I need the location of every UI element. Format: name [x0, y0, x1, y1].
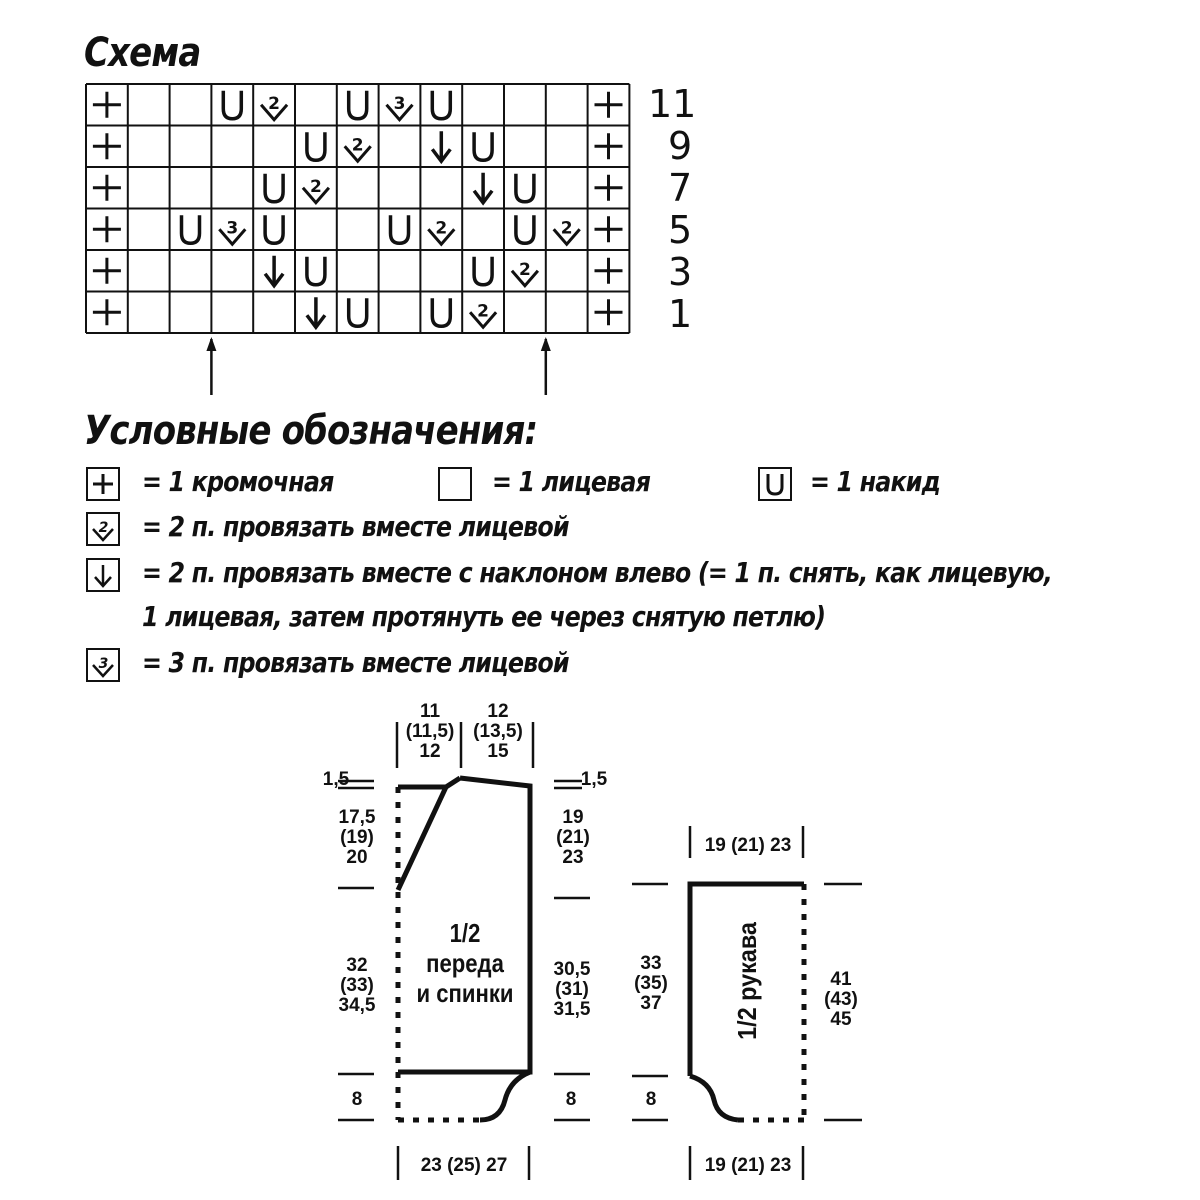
svg-text:2: 2: [477, 301, 489, 321]
svg-text:3: 3: [99, 656, 108, 672]
sleeve-piece-label: 1/2 рукава: [732, 922, 762, 1040]
svg-text:2: 2: [99, 520, 108, 536]
chart-cell-+: [92, 257, 121, 284]
sleeve-left-length-label: 33(35)37: [634, 953, 668, 1014]
body-piece-outline: [395, 775, 533, 1123]
body-right-length-label: 30,5(31)31,5: [553, 959, 591, 1020]
chart-cell-U: [472, 132, 494, 163]
chart-cell-k2: 2: [343, 135, 372, 164]
svg-text:2: 2: [435, 218, 447, 238]
body-bottom-width-label: 23 (25) 27: [420, 1155, 508, 1176]
chart-cell-k2: 2: [468, 301, 498, 330]
k2tog-symbol: 2: [86, 512, 120, 546]
svg-text:2: 2: [352, 135, 364, 155]
sleeve-right-length-label: 41(43)45: [824, 969, 858, 1030]
legend-edge-text: = 1 кромочная: [142, 465, 334, 498]
repeat-arrow: [540, 337, 551, 395]
chart-cell-k2: 2: [301, 177, 331, 206]
sleeve-rib-label: 8: [645, 1089, 657, 1110]
chart-cell-U: [514, 173, 536, 204]
chart-cell-+: [92, 133, 121, 160]
chart-cell-+: [594, 257, 623, 284]
chart-cell-U: [305, 256, 327, 287]
left-step-label: 1,5: [322, 769, 350, 790]
row-number-7: 7: [668, 166, 693, 210]
row-number-9: 9: [668, 124, 693, 168]
chart-cell-U: [179, 215, 202, 246]
chart-cell-ssk: [472, 172, 494, 206]
sleeve-piece-outline: [687, 881, 807, 1123]
knit-stitch-symbol: [438, 467, 472, 501]
chart-cell-U: [346, 90, 369, 121]
right-step-label: 1,5: [580, 769, 608, 790]
chart-cell-+: [594, 133, 623, 160]
chart-cell-k3: 3: [385, 94, 414, 123]
chart-cell-k3: 3: [218, 218, 247, 247]
chart-cell-k2: 2: [259, 94, 289, 123]
row-number-3: 3: [668, 250, 693, 294]
sleeve-top-width-label: 19 (21) 23: [704, 835, 792, 856]
repeat-arrow: [206, 337, 217, 395]
sleeve-bottom-width-label: 19 (21) 23: [704, 1155, 792, 1176]
chart-cell-k2: 2: [427, 218, 456, 247]
chart-cell-U: [305, 132, 327, 163]
chart-cell-+: [594, 174, 623, 201]
svg-text:2: 2: [310, 177, 322, 197]
neck-width-label: 11(11,5)12: [405, 701, 455, 762]
chart-cell-+: [92, 216, 121, 243]
yarn-over-symbol: [758, 467, 792, 501]
chart-title: Схема: [84, 30, 201, 76]
edge-stitch-symbol: [86, 467, 120, 501]
svg-text:3: 3: [394, 94, 406, 114]
svg-text:3: 3: [226, 218, 238, 238]
k3tog-symbol: 3: [86, 648, 120, 682]
chart-cell-U: [263, 215, 285, 246]
body-left-length-label: 32(33)34,5: [338, 955, 376, 1016]
legend-yo-text: = 1 накид: [810, 465, 941, 498]
chart-cell-k2: 2: [510, 260, 540, 289]
chart-cell-ssk: [305, 297, 327, 331]
chart-cell-ssk: [430, 131, 452, 165]
chart-cell-U: [514, 215, 536, 246]
chart-cell-U: [472, 256, 494, 287]
legend-k2tog-text: = 2 п. провязать вместе лицевой: [142, 510, 570, 543]
svg-text:2: 2: [519, 260, 531, 280]
chart-cell-k2: 2: [552, 218, 581, 247]
legend-k3tog-text: = 3 п. провязать вместе лицевой: [142, 646, 570, 679]
shoulder-width-label: 12(13,5)15: [473, 701, 523, 762]
chart-cell-U: [430, 90, 453, 121]
body-rib-right-label: 8: [565, 1089, 577, 1110]
chart-cell-ssk: [263, 255, 285, 289]
chart-cell-+: [92, 91, 121, 118]
chart-cell-U: [263, 173, 285, 204]
row-number-1: 1: [668, 292, 693, 336]
chart-cell-U: [430, 298, 453, 329]
chart-cell-U: [388, 215, 411, 246]
ssk-symbol: [86, 558, 120, 592]
chart-cell-+: [92, 174, 121, 201]
stitch-chart: 2 3 2 2 3 2 2 2 2: [85, 83, 631, 395]
svg-text:2: 2: [268, 94, 280, 114]
legend-knit-text: = 1 лицевая: [492, 465, 651, 498]
body-dimension-lines: [338, 722, 590, 1180]
neck-depth-label: 17,5(19)20: [338, 807, 376, 868]
chart-cell-+: [594, 91, 623, 118]
row-number-11: 11: [648, 82, 697, 126]
svg-text:2: 2: [561, 218, 573, 238]
chart-cell-U: [346, 298, 369, 329]
chart-cell-U: [221, 90, 244, 121]
chart-cell-+: [594, 216, 623, 243]
body-rib-left-label: 8: [351, 1089, 363, 1110]
legend-ssk-text-2: 1 лицевая, затем протянуть ее через снят…: [142, 600, 826, 633]
chart-cell-+: [594, 299, 623, 326]
row-number-5: 5: [668, 208, 693, 252]
legend-ssk-text-1: = 2 п. провязать вместе с наклоном влево…: [142, 556, 1053, 589]
armhole-depth-label: 19(21)23: [556, 807, 590, 868]
chart-cell-+: [92, 299, 121, 326]
sleeve-dimension-lines: [632, 826, 862, 1180]
legend-title: Условные обозначения:: [84, 408, 538, 454]
